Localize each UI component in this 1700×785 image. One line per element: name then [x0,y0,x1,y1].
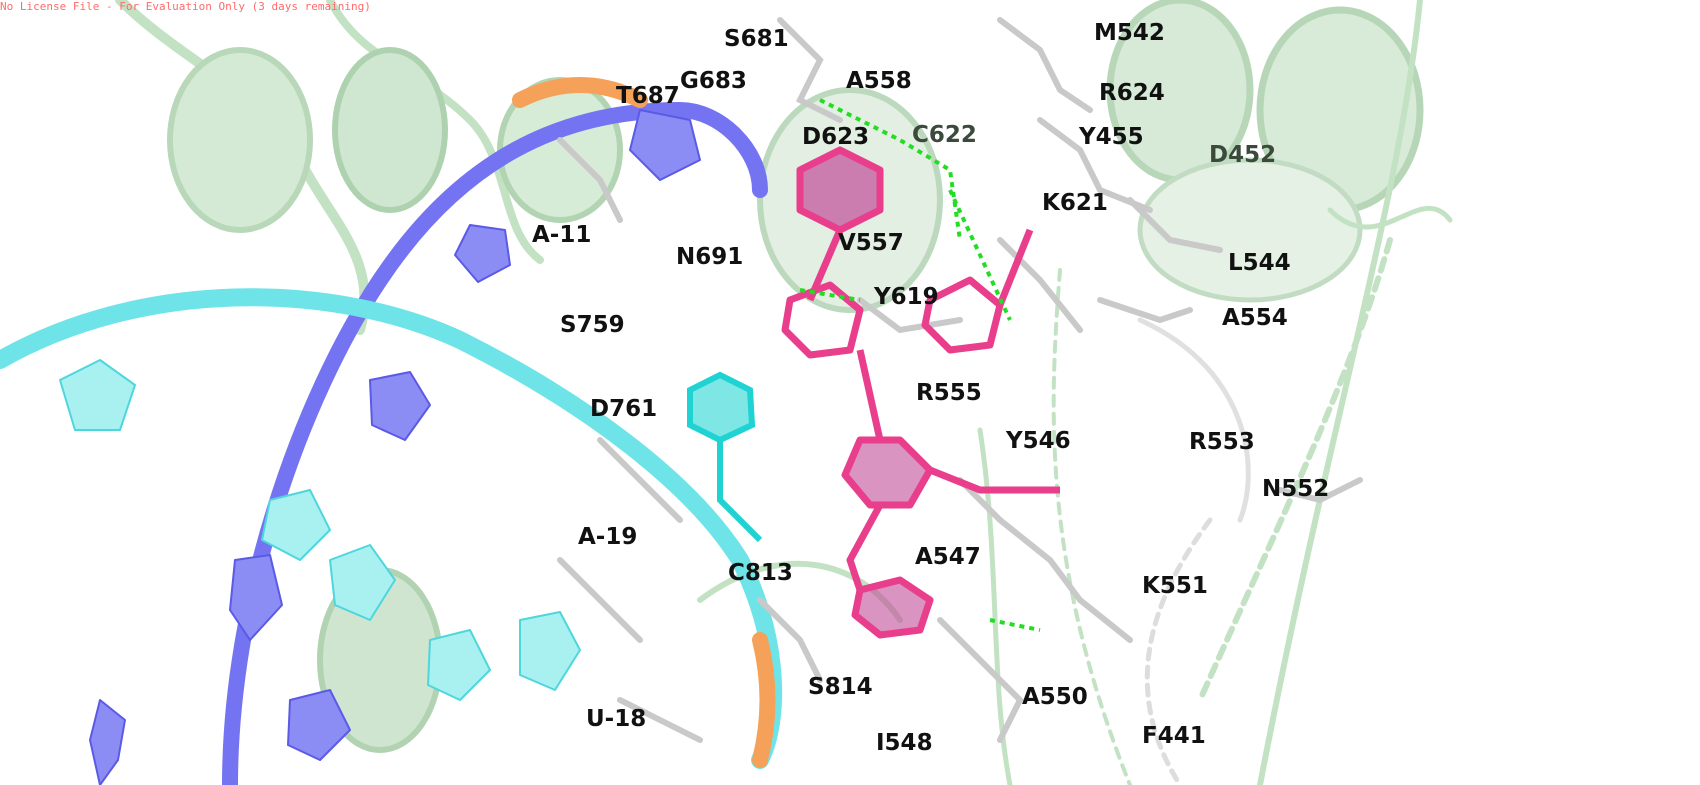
residue-label-n552: N552 [1262,476,1330,502]
residue-label-s681: S681 [724,26,789,52]
residue-label-s759: S759 [560,312,625,338]
residue-label-k551: K551 [1142,573,1208,599]
residue-label-v557: V557 [838,230,904,256]
residue-label-d452: D452 [1209,142,1277,168]
residue-label-y455: Y455 [1079,124,1144,150]
license-watermark: No License File - For Evaluation Only (3… [0,0,371,13]
residue-label-s814: S814 [808,674,873,700]
residue-label-m542: M542 [1094,20,1165,46]
residue-label-g683: G683 [680,68,747,94]
residue-sticks [557,17,1363,743]
residue-label-t687: T687 [616,83,680,109]
residue-label-f441: F441 [1142,723,1206,749]
ligand-molecule [781,146,1060,639]
residue-label-a558: A558 [846,68,912,94]
residue-label-n691: N691 [676,244,744,270]
residue-label-d761: D761 [590,396,658,422]
residue-label-r555: R555 [916,380,982,406]
residue-label-y619: Y619 [874,284,939,310]
nucleotide-bases [59,109,701,785]
residue-label-u-18: U-18 [586,706,647,732]
residue-label-i548: I548 [876,730,933,756]
residue-label-d623: D623 [802,124,870,150]
residue-label-r624: R624 [1099,80,1165,106]
residue-label-k621: K621 [1042,190,1108,216]
residue-label-c813: C813 [728,560,793,586]
hydrogen-bonds [799,98,1041,632]
residue-label-l544: L544 [1228,250,1291,276]
cyan-ligand [687,371,763,543]
residue-label-y546: Y546 [1006,428,1071,454]
residue-label-a550: A550 [1022,684,1088,710]
residue-label-a-11: A-11 [532,222,592,248]
residue-label-a547: A547 [915,544,981,570]
residue-label-a554: A554 [1222,305,1288,331]
residue-label-c622: C622 [912,122,977,148]
residue-label-a-19: A-19 [578,524,638,550]
residue-label-r553: R553 [1189,429,1255,455]
